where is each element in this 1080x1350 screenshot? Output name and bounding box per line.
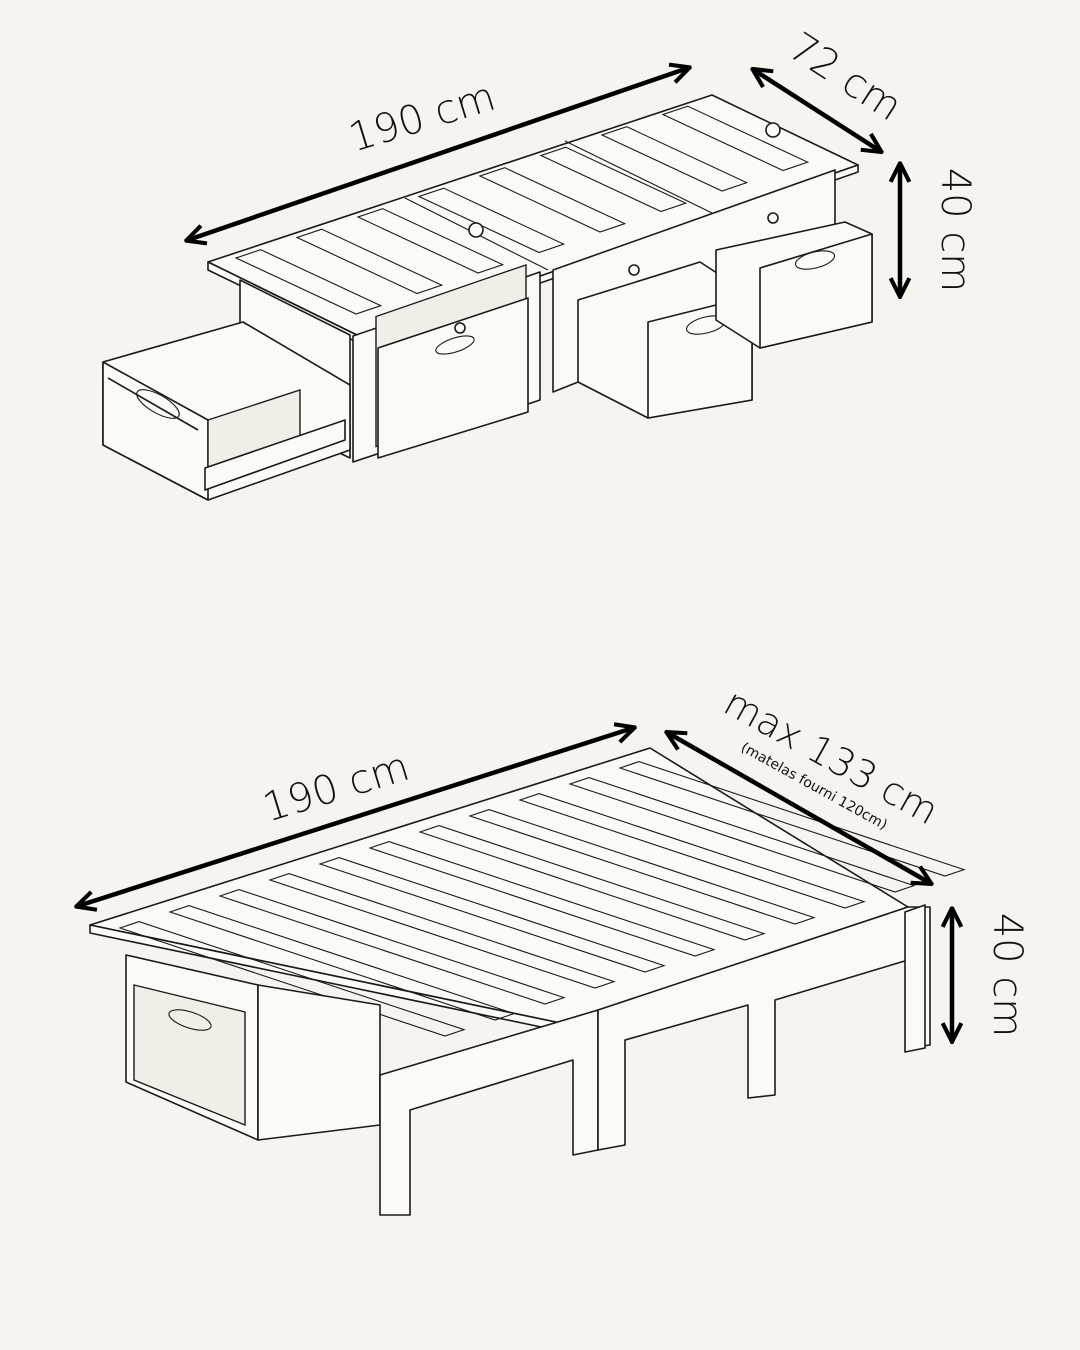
top-depth-arrow: [754, 70, 880, 151]
top-height-label: 40 cm: [932, 168, 978, 293]
left-drawer: [102, 321, 351, 501]
double-bed-illustration: [89, 747, 966, 1216]
bottom-length-arrow: [78, 728, 633, 906]
top-length-label: 190 cm: [344, 74, 501, 162]
bottom-width-arrow: [668, 733, 930, 883]
single-bed-illustration: [102, 94, 873, 501]
top-length-arrow: [188, 68, 688, 240]
right-drawer-back: [715, 221, 873, 349]
top-depth-label: 72 cm: [780, 24, 910, 130]
slat-cutout: [234, 249, 383, 315]
bottom-length-label: 190 cm: [258, 744, 415, 832]
bottom-height-label: 40 cm: [984, 913, 1030, 1038]
